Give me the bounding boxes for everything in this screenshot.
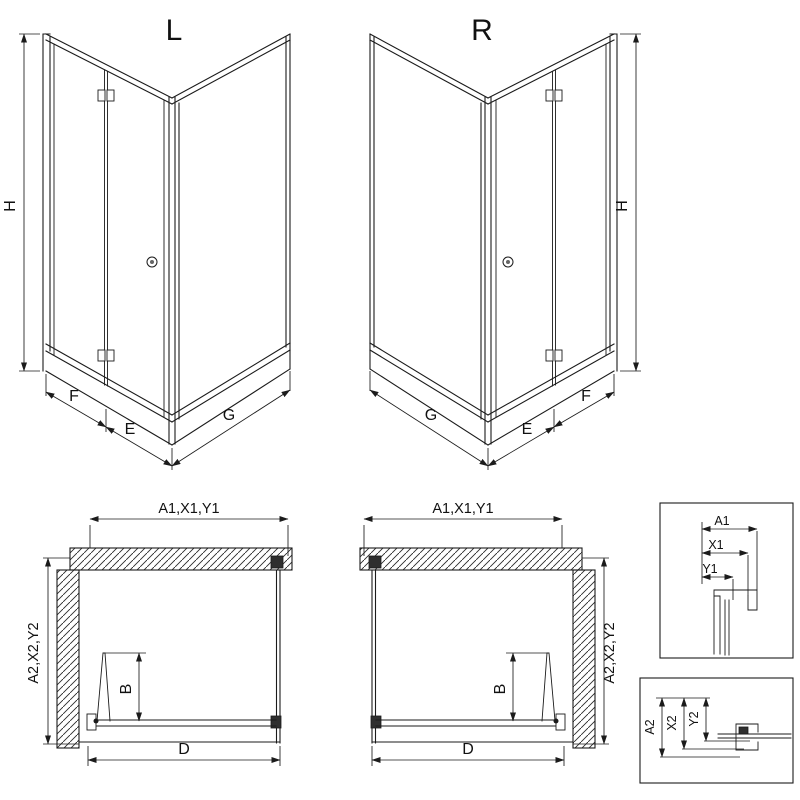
glass-panel-plan-right	[371, 569, 377, 744]
plan-view-right: A1,X1,Y1 A2,X2,Y2 B D	[359, 501, 618, 766]
wall-bracket-icon	[368, 555, 382, 569]
detail-box-bottom: A2 X2 Y2	[639, 677, 794, 784]
folded-door-plan-right	[541, 652, 556, 722]
corner-fitting-icon	[370, 715, 382, 729]
dimension-line-e-right	[487, 426, 555, 467]
dim-label-depth-left: A2,X2,Y2	[26, 622, 42, 683]
detail-frame	[639, 677, 794, 784]
hinge-icon	[106, 89, 115, 102]
folding-door-lines-left	[53, 43, 165, 418]
iso-view-right: R H F E G	[369, 14, 641, 470]
dim-label-h-right: H	[614, 200, 631, 212]
hinge-icon	[554, 349, 563, 362]
dim-label-b-right: B	[492, 684, 509, 695]
folded-door-plan-left	[96, 652, 111, 722]
dim-label-g-right: G	[425, 407, 437, 424]
detail-box-top: A1 X1 Y1	[659, 502, 794, 659]
folding-door-lines-right	[495, 43, 607, 418]
dim-label-e-right: E	[522, 421, 533, 438]
dim-label-a1: A1	[714, 514, 729, 528]
extension-lines-plan-right	[363, 525, 609, 766]
extension-lines-plan-left	[43, 525, 289, 766]
variant-label-right: R	[471, 14, 493, 47]
hinge-icon	[106, 349, 115, 362]
dim-label-depth-right: A2,X2,Y2	[602, 622, 618, 683]
dim-label-x1: X1	[708, 538, 723, 552]
door-knob-icon-right	[502, 256, 514, 268]
dim-label-width-left: A1,X1,Y1	[158, 501, 219, 517]
frame-lines-right	[369, 33, 618, 445]
tray-and-track-plan-right	[371, 719, 574, 743]
dim-label-f-right: F	[581, 388, 591, 405]
wall-profile-section-bottom	[717, 723, 792, 751]
door-pivot-icon	[553, 718, 559, 724]
dim-label-e-left: E	[125, 421, 136, 438]
corner-fitting-icon	[270, 715, 282, 729]
hinges-right	[545, 89, 563, 362]
wall-top-hatched	[359, 547, 583, 571]
dim-label-a2: A2	[643, 719, 657, 734]
dimension-line-g-left	[171, 389, 291, 467]
variant-label-left: L	[166, 14, 183, 47]
iso-view-left: L H F E G	[2, 14, 291, 470]
hinge-icon	[97, 349, 106, 362]
door-pivot-icon	[93, 718, 99, 724]
glass-panel-plan-left	[275, 569, 281, 744]
dimension-line-e-left	[105, 426, 173, 467]
profile-insert-icon	[738, 726, 749, 735]
hinge-icon	[554, 89, 563, 102]
dim-label-width-right: A1,X1,Y1	[432, 501, 493, 517]
dimension-line-f-right	[553, 391, 615, 428]
wall-top-hatched	[69, 547, 293, 571]
dim-label-x2: X2	[665, 715, 679, 730]
hinge-icon	[545, 349, 554, 362]
dim-label-h-left: H	[2, 200, 19, 212]
dim-label-y1: Y1	[702, 562, 717, 576]
hinges-left	[97, 89, 115, 362]
wall-bracket-icon	[270, 555, 284, 569]
plan-view-left: A1,X1,Y1 A2,X2,Y2 B D	[26, 501, 293, 766]
dimension-line-g-right	[369, 389, 489, 467]
wall-profile-section-top	[713, 589, 758, 656]
dimension-line-f-left	[45, 391, 107, 428]
dim-label-b-left: B	[118, 684, 135, 695]
door-knob-icon-left	[146, 256, 158, 268]
dim-label-f-left: F	[69, 388, 79, 405]
dim-label-g-left: G	[223, 407, 235, 424]
tray-and-track-plan-left	[78, 719, 281, 743]
base-tray-right	[369, 342, 615, 446]
wall-left-hatched	[56, 569, 80, 749]
wall-right-hatched	[572, 569, 596, 749]
dim-label-y2: Y2	[687, 711, 701, 726]
base-tray-left	[45, 342, 291, 446]
dim-label-d-right: D	[462, 741, 474, 758]
frame-lines-left	[42, 33, 291, 445]
hinge-icon	[545, 89, 554, 102]
dim-label-d-left: D	[178, 741, 190, 758]
hinge-icon	[97, 89, 106, 102]
